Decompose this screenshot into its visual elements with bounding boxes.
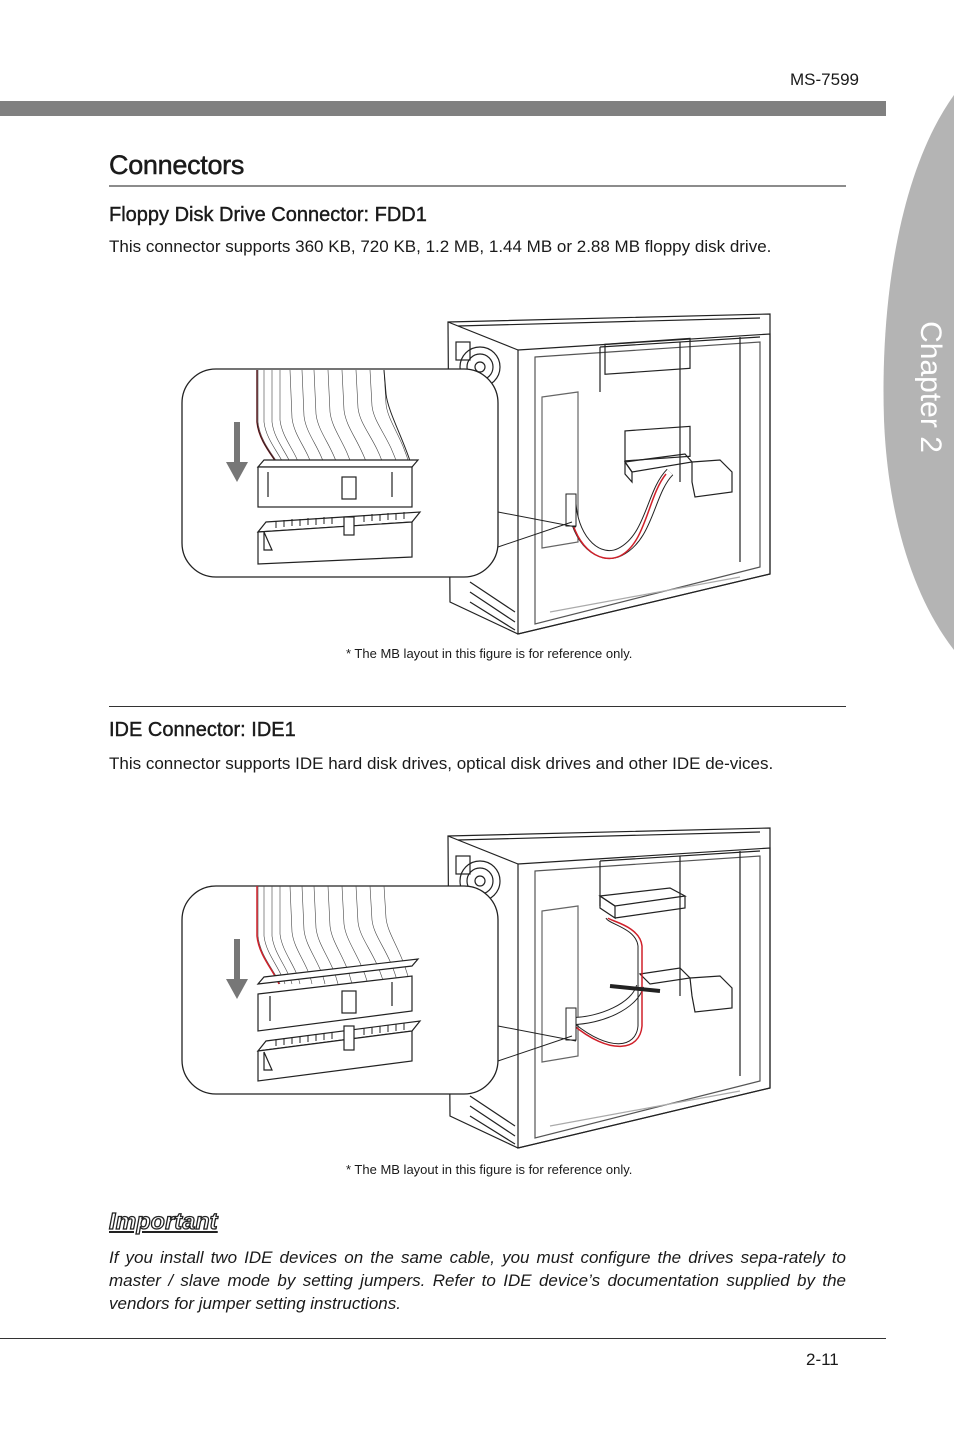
important-title: Important <box>108 1207 218 1234</box>
ide-installation-figure <box>181 827 771 1149</box>
header-bar <box>0 101 886 116</box>
important-text: If you install two IDE devices on the sa… <box>109 1248 846 1313</box>
fdd-figure-caption: * The MB layout in this figure is for re… <box>346 646 633 661</box>
footer-rule <box>0 1338 886 1339</box>
section-divider <box>109 706 846 707</box>
fdd-heading: Floppy Disk Drive Connector: FDD1 <box>109 204 427 226</box>
ide-heading: IDE Connector: IDE1 <box>109 719 296 741</box>
fdd-installation-figure <box>181 313 771 635</box>
model-number: MS-7599 <box>790 70 859 89</box>
section-title: Connectors <box>109 150 245 181</box>
section-title-rule <box>109 185 846 187</box>
chapter-tab-label: Chapter 2 <box>914 321 947 453</box>
fdd-description: This connector supports 360 KB, 720 KB, … <box>109 237 772 256</box>
page-number: 2-11 <box>806 1350 839 1369</box>
ide-figure-caption: * The MB layout in this figure is for re… <box>346 1162 633 1177</box>
ide-description: This connector supports IDE hard disk dr… <box>109 754 774 773</box>
